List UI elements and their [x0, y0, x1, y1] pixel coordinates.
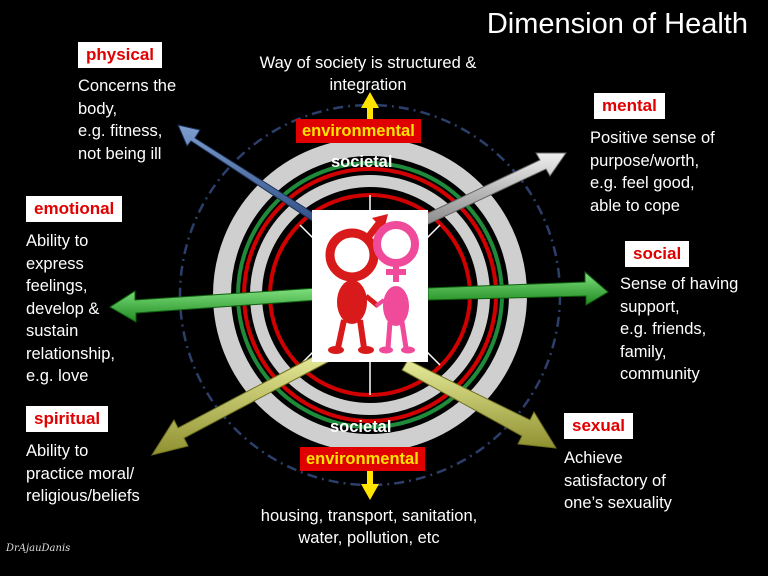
mental-line-1: Positive sense of	[590, 129, 715, 147]
emotional-line-5: sustain	[26, 322, 79, 340]
spiritual-line-3: religious/beliefs	[26, 487, 140, 505]
physical-description: Concerns the body, e.g. fitness, not bei…	[78, 75, 176, 165]
spiritual-description: Ability to practice moral/ religious/bel…	[26, 440, 140, 508]
physical-line-4: not being ill	[78, 144, 162, 163]
emotional-line-7: e.g. love	[26, 367, 89, 385]
mental-line-4: able to cope	[590, 196, 680, 215]
social-description: Sense of having support, e.g. friends, f…	[620, 273, 738, 386]
emotional-line-1: Ability to	[26, 232, 89, 250]
emotional-line-6: relationship,	[26, 344, 115, 363]
emotional-line-3: feelings,	[26, 277, 88, 295]
sexual-line-3: one’s sexuality	[564, 494, 672, 512]
spiritual-line-1: Ability to	[26, 442, 89, 460]
societal-top-label: societal	[331, 153, 393, 171]
author-signature: DrAjauDanis	[6, 543, 71, 554]
physical-line-3: e.g. fitness,	[78, 122, 163, 140]
mental-line-3: e.g. feel good,	[590, 174, 695, 192]
arrow-up-environment	[361, 92, 379, 120]
social-line-2: support,	[620, 297, 680, 316]
social-label: social	[625, 241, 690, 267]
emotional-line-2: express	[26, 254, 84, 273]
bottom-text-line-2: water, pollution, etc	[298, 529, 440, 547]
social-line-3: e.g. friends,	[620, 320, 707, 338]
sexual-line-1: Achieve	[564, 449, 623, 467]
environmental-bottom-box: environmental	[300, 447, 425, 471]
top-text-line-1: Way of society is structured &	[259, 54, 477, 72]
emotional-line-4: develop &	[26, 299, 100, 318]
female-figure-icon	[373, 221, 419, 354]
top-text: Way of society is structured & integrati…	[240, 52, 496, 96]
social-line-4: family,	[620, 342, 667, 361]
physical-line-2: body,	[78, 99, 118, 118]
environmental-top-box: environmental	[296, 119, 421, 143]
spiritual-line-2: practice moral/	[26, 464, 135, 483]
emotional-description: Ability to express feelings, develop & s…	[26, 230, 115, 388]
societal-bottom-label: societal	[330, 418, 392, 436]
sexual-line-2: satisfactory of	[564, 471, 666, 490]
arrow-spiritual	[150, 351, 329, 456]
arrow-mental	[417, 152, 567, 227]
mental-description: Positive sense of purpose/worth, e.g. fe…	[590, 127, 715, 217]
arrow-sexual	[401, 359, 557, 449]
spiritual-label: spiritual	[26, 406, 109, 432]
arrow-social	[427, 270, 609, 306]
top-text-line-2: integration	[329, 76, 407, 94]
arrow-physical	[177, 124, 319, 223]
social-line-5: community	[620, 365, 700, 383]
physical-label: physical	[78, 42, 163, 68]
emotional-label: emotional	[26, 196, 123, 222]
mental-line-2: purpose/worth,	[590, 151, 700, 170]
page-title: Dimension of Health	[486, 8, 748, 40]
social-line-1: Sense of having	[620, 275, 739, 293]
sexual-description: Achieve satisfactory of one’s sexuality	[564, 447, 672, 515]
sexual-label: sexual	[564, 413, 633, 439]
arrow-emotional	[109, 287, 319, 323]
bottom-text: housing, transport, sanitation, water, p…	[236, 505, 502, 549]
arrow-down-environment	[361, 470, 379, 500]
physical-line-1: Concerns the	[78, 77, 177, 95]
mental-label: mental	[594, 93, 665, 119]
bottom-text-line-1: housing, transport, sanitation,	[260, 507, 478, 525]
male-figure-icon	[325, 214, 388, 354]
